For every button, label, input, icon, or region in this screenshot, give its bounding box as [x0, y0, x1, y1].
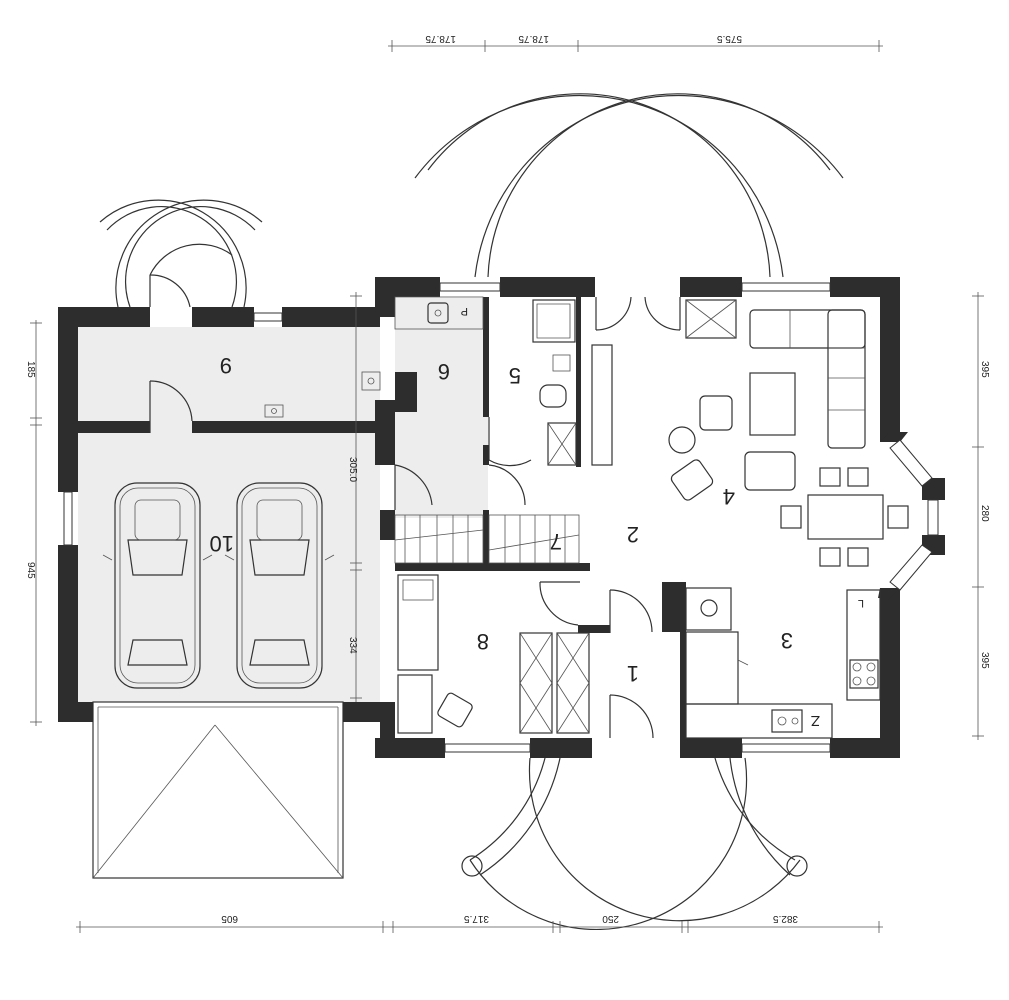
fixture-letter-l: L [858, 597, 864, 609]
car-right [224, 482, 335, 689]
doors [149, 274, 681, 739]
dim-right-2: 280 [979, 505, 990, 522]
dim-top-1: 178.75 [425, 33, 456, 44]
dim-top-2: 178.75 [518, 33, 549, 44]
room-number-9: 9 [220, 353, 232, 378]
dim-bottom-1: 605 [221, 913, 238, 924]
room-number-10: 10 [210, 531, 234, 556]
room-number-1: 1 [627, 661, 639, 686]
garage-canopy [92, 701, 344, 879]
dim-right-1: 395 [979, 361, 990, 378]
dimension-inner [350, 292, 362, 702]
dimension-right [972, 292, 984, 740]
dim-right-3: 395 [979, 652, 990, 669]
dimension-left [30, 320, 42, 726]
dim-bottom-2: 317.5 [464, 913, 489, 924]
dim-left-2: 945 [25, 562, 36, 579]
dim-left-1: 185 [25, 361, 36, 378]
room-number-5: 5 [509, 363, 521, 388]
dim-top-3: 575.5 [717, 33, 742, 44]
room-number-7: 7 [550, 529, 562, 554]
dim-inner-2: 334 [347, 637, 358, 654]
fixture-letter-z: Z [811, 712, 820, 729]
fixture-letter-p: P [461, 305, 468, 317]
stairs [394, 514, 580, 564]
room-number-2: 2 [627, 522, 639, 547]
dim-bottom-3: 250 [602, 913, 619, 924]
garden-arcs [99, 93, 844, 931]
walls [58, 277, 945, 758]
furniture [264, 296, 909, 739]
dim-bottom-4: 382.5 [773, 913, 798, 924]
car-left [102, 482, 213, 689]
dim-inner-1: 305.0 [347, 457, 358, 482]
room-number-8: 8 [477, 629, 489, 654]
room-number-6: 6 [438, 359, 450, 384]
room-number-4: 4 [723, 484, 735, 509]
garage-floor [78, 327, 380, 702]
room-number-3: 3 [781, 628, 793, 653]
dimension-bottom [76, 921, 883, 933]
windows [63, 282, 939, 753]
dimension-top [388, 40, 883, 52]
